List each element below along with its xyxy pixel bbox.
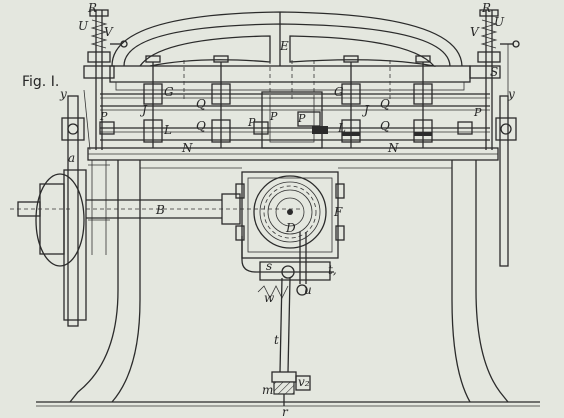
label-Q-2: Q <box>196 119 206 133</box>
label-t: t <box>274 333 279 347</box>
label-P-5: P <box>473 106 482 119</box>
label-y-left: y <box>59 87 67 101</box>
label-Q-4: Q <box>380 119 390 133</box>
label-U-right: U <box>494 15 505 29</box>
label-m: m <box>262 383 273 397</box>
left-spindle <box>83 9 128 150</box>
label-a: a <box>68 151 75 165</box>
label-t1: t, <box>328 263 337 277</box>
base-plate <box>36 401 540 407</box>
cam-housing <box>235 171 345 259</box>
label-R-right: R <box>481 1 491 15</box>
label-P-4: P <box>297 112 306 125</box>
label-y-right: y <box>507 87 515 101</box>
label-J-left: J <box>139 103 148 117</box>
label-J-right: J <box>361 103 370 117</box>
label-G-left: G <box>164 85 174 99</box>
frame-columns <box>140 159 452 169</box>
label-P-3: P <box>269 110 278 123</box>
label-Q-1: Q <box>196 97 206 111</box>
label-B: B <box>155 203 165 217</box>
push-rod <box>271 277 311 406</box>
stamp-unit-2 <box>211 55 231 148</box>
left-side-plate <box>61 89 91 327</box>
label-D: D <box>285 221 296 235</box>
stamp-unit-1 <box>143 55 163 148</box>
left-frame-leg <box>69 160 141 403</box>
drive-pulley <box>10 169 87 321</box>
pressure-pads <box>99 121 473 135</box>
right-side-plate <box>495 44 517 267</box>
label-N-left: N <box>181 141 193 155</box>
upper-arch <box>111 11 463 67</box>
label-w: w <box>264 291 275 305</box>
label-L-right: L <box>337 121 346 135</box>
figure-caption: Fig. I. <box>22 74 59 90</box>
stamp-unit-3 <box>341 55 361 148</box>
label-S-right: S <box>490 65 498 79</box>
label-L-left: L <box>163 123 172 137</box>
label-u: u <box>304 283 312 297</box>
label-N-right: N <box>387 141 399 155</box>
label-r: r <box>282 405 289 418</box>
label-F: F <box>333 205 343 219</box>
label-V-right: V <box>470 25 480 39</box>
label-R-left: R <box>87 1 97 15</box>
label-P-1: P <box>99 110 108 123</box>
right-spindle <box>469 9 520 150</box>
lever-arm <box>241 232 334 296</box>
label-U-left: U <box>78 19 89 33</box>
central-crosshead <box>183 60 391 149</box>
label-s: s <box>266 259 272 273</box>
spring-w <box>257 285 289 299</box>
label-P-2: P <box>247 116 256 129</box>
label-v2: v₂ <box>298 375 310 389</box>
label-Q-3: Q <box>380 97 390 111</box>
right-frame-leg <box>451 160 509 403</box>
label-G-right: G <box>334 85 344 99</box>
label-V-left: V <box>104 25 114 39</box>
machine-bed <box>87 147 499 161</box>
main-shaft <box>86 193 300 225</box>
stamp-unit-4 <box>413 55 433 148</box>
label-E: E <box>279 39 289 53</box>
